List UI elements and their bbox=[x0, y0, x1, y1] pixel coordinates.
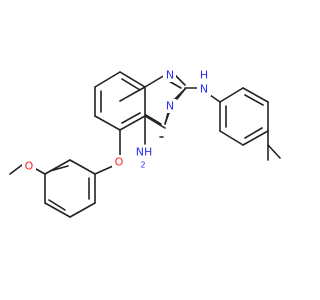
bond bbox=[144, 115, 166, 129]
bond-double bbox=[121, 112, 141, 124]
label-bg bbox=[112, 155, 126, 169]
bond bbox=[44, 202, 71, 218]
bond bbox=[242, 87, 269, 103]
label-bg bbox=[163, 68, 176, 82]
bond bbox=[69, 159, 96, 175]
bond bbox=[44, 159, 71, 175]
label-bg bbox=[134, 145, 160, 159]
bond bbox=[219, 130, 244, 146]
molecule-structure: N N N H NH 2 O O bbox=[9, 68, 281, 218]
label-bg bbox=[197, 82, 211, 96]
bond-double bbox=[145, 114, 162, 125]
atom-nh-h: H bbox=[200, 69, 208, 82]
bond-double bbox=[48, 199, 66, 211]
bond bbox=[164, 112, 169, 125]
bond bbox=[267, 144, 281, 159]
bond-double bbox=[49, 165, 69, 172]
bond bbox=[94, 115, 121, 131]
bond bbox=[242, 130, 269, 146]
label-bg bbox=[163, 99, 176, 113]
bond bbox=[94, 165, 114, 175]
bond-double bbox=[244, 127, 263, 139]
bond bbox=[35, 168, 46, 175]
bond bbox=[209, 94, 221, 103]
atom-nh-n: N bbox=[200, 83, 208, 96]
bond bbox=[219, 87, 244, 103]
bond bbox=[144, 74, 166, 88]
label-bg bbox=[22, 159, 36, 173]
bond-double bbox=[244, 94, 264, 106]
bond bbox=[69, 202, 96, 218]
bond bbox=[119, 115, 146, 131]
atom-n3: N bbox=[166, 100, 174, 113]
atom-n1: N bbox=[166, 69, 174, 82]
atom-o-ether: O bbox=[115, 156, 124, 169]
atom-nh2-subscript: 2 bbox=[140, 161, 145, 170]
bond bbox=[119, 71, 146, 88]
bond bbox=[174, 74, 186, 86]
structure-canvas: N N N H NH 2 O O bbox=[9, 68, 281, 218]
atom-o-methoxy: O bbox=[25, 160, 34, 173]
bond bbox=[9, 164, 23, 175]
atom-nh2: NH bbox=[136, 146, 153, 159]
bond bbox=[94, 71, 121, 88]
bond-double bbox=[121, 78, 141, 91]
bond bbox=[119, 86, 146, 102]
